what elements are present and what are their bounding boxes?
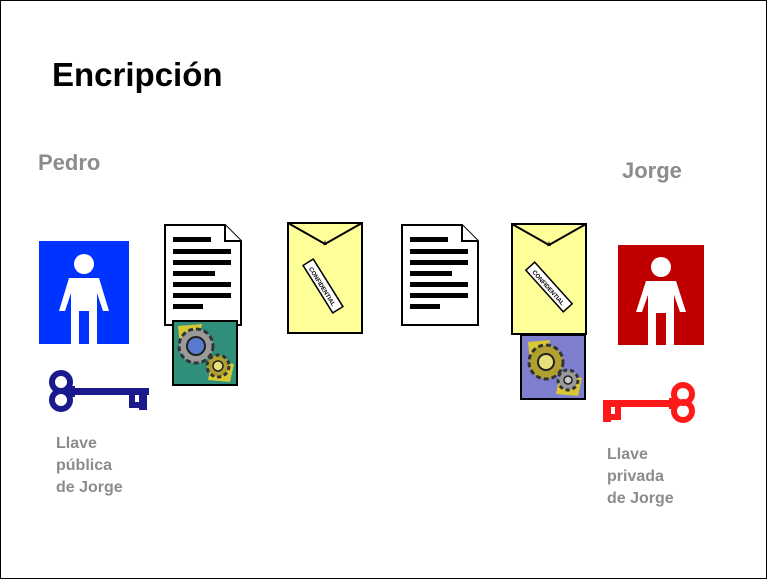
sender-person-icon <box>39 241 129 344</box>
document-icon <box>163 223 243 327</box>
slide-title: Encripción <box>52 56 223 93</box>
private-key-label-line-3: de Jorge <box>607 490 674 507</box>
public-key-label: Llave pública de Jorge <box>56 433 123 499</box>
public-key-label-line-1: Llave <box>56 435 97 452</box>
receiver-name: Jorge <box>622 158 682 183</box>
gears-icon <box>520 334 586 400</box>
public-key-label-line-3: de Jorge <box>56 479 123 496</box>
svg-text:*: * <box>322 237 328 253</box>
sender-name: Pedro <box>38 150 101 175</box>
svg-text:*: * <box>546 238 552 254</box>
private-key-icon <box>601 381 699 427</box>
document-icon <box>400 223 480 327</box>
envelope-icon: * CONFIDENTIAL <box>287 222 363 334</box>
receiver-person-icon <box>618 245 704 345</box>
private-key-label-line-2: privada <box>607 468 664 485</box>
private-key-label-line-1: Llave <box>607 446 648 463</box>
public-key-label-line-2: pública <box>56 457 113 474</box>
gears-icon <box>172 320 238 386</box>
public-key-icon <box>47 368 151 416</box>
envelope-icon: * CONFIDENTIAL <box>511 223 587 335</box>
private-key-label: Llave privada de Jorge <box>607 444 674 510</box>
